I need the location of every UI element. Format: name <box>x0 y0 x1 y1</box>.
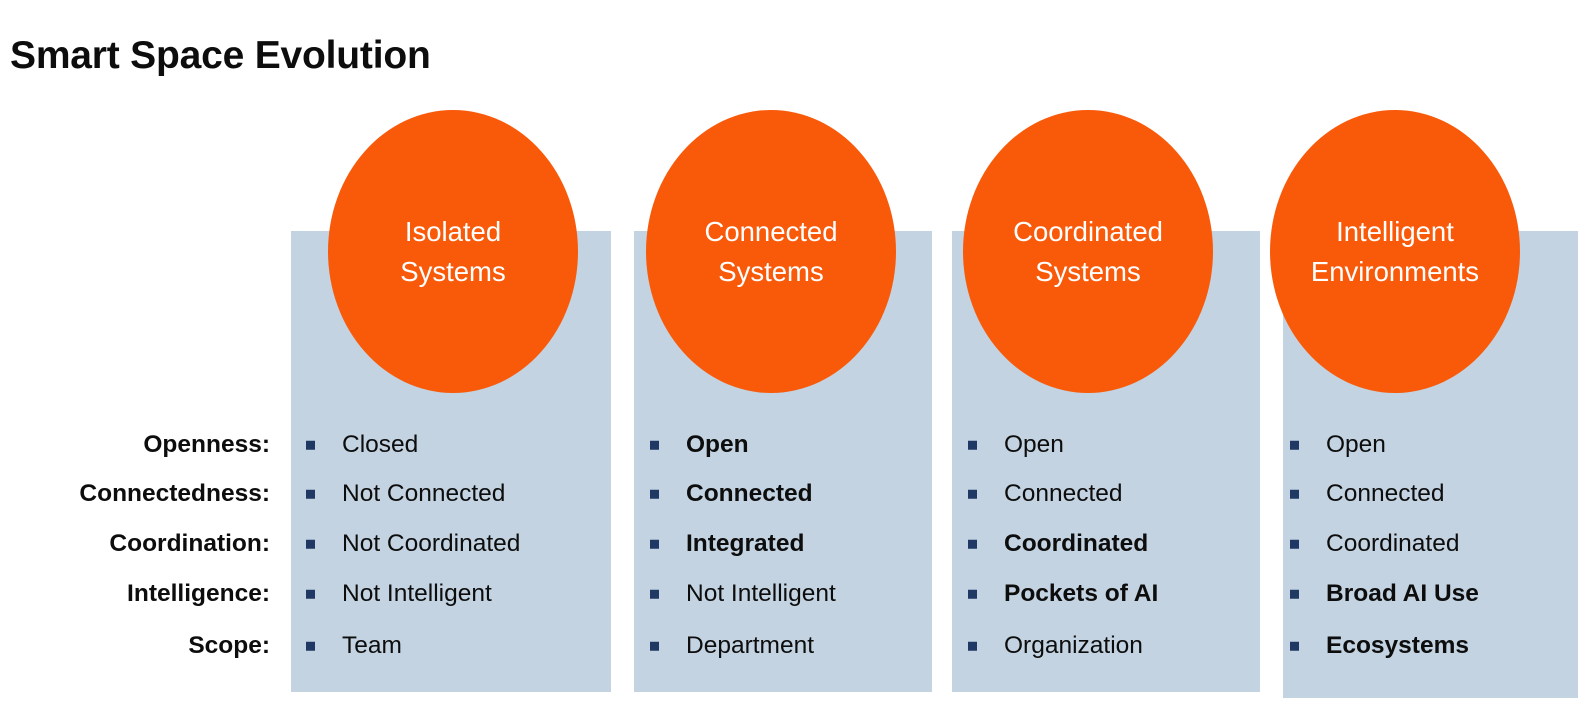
list-item-label: Integrated <box>686 529 805 557</box>
square-bullet-icon <box>1290 539 1299 549</box>
square-bullet-icon <box>650 641 659 651</box>
list-item: Open <box>968 430 1064 458</box>
square-bullet-icon <box>650 489 659 499</box>
list-item-label: Ecosystems <box>1326 631 1470 659</box>
square-bullet-icon <box>650 440 659 450</box>
list-item-label: Coordinated <box>1004 529 1149 557</box>
list-item: Not Connected <box>306 479 506 507</box>
stage-headline-line2: Systems <box>400 255 506 287</box>
list-item: Organization <box>968 631 1143 659</box>
square-bullet-icon <box>306 589 315 599</box>
stage-headline-line1: Connected <box>704 216 838 248</box>
list-item: Ecosystems <box>1290 631 1470 659</box>
list-item: Integrated <box>650 529 805 557</box>
list-item-label: Department <box>686 631 815 659</box>
list-item-label: Pockets of AI <box>1004 579 1159 607</box>
row-label-scope: Scope: <box>188 632 270 659</box>
square-bullet-icon <box>1290 489 1299 499</box>
stage-headline-line1: Coordinated <box>1013 216 1163 248</box>
list-item: Connected <box>650 479 813 507</box>
list-item: Broad AI Use <box>1290 579 1479 607</box>
list-item-label: Organization <box>1004 631 1143 659</box>
square-bullet-icon <box>1290 589 1299 599</box>
square-bullet-icon <box>306 641 315 651</box>
list-item: Open <box>650 430 749 458</box>
square-bullet-icon <box>968 539 977 549</box>
square-bullet-icon <box>968 440 977 450</box>
stage-headline-line1: Isolated <box>404 216 502 248</box>
stage-headline-line1: Intelligent <box>1336 216 1454 248</box>
list-item-label: Not Coordinated <box>342 529 521 557</box>
row-label-coordination: Coordination: <box>109 530 270 557</box>
list-item: Department <box>650 631 815 659</box>
list-item-label: Open <box>1326 430 1386 458</box>
stage-headline-line2: Systems <box>718 255 824 287</box>
list-item-label: Connected <box>686 479 813 507</box>
list-item: Closed <box>306 430 419 458</box>
list-item: Not Coordinated <box>306 529 521 557</box>
list-item-label: Open <box>1004 430 1064 458</box>
list-item: Connected <box>1290 479 1445 507</box>
list-item-label: Team <box>342 631 402 659</box>
list-item-label: Connected <box>1326 479 1445 507</box>
square-bullet-icon <box>650 539 659 549</box>
square-bullet-icon <box>650 589 659 599</box>
square-bullet-icon <box>306 539 315 549</box>
list-item-label: Not Intelligent <box>342 579 492 607</box>
list-item-label: Not Intelligent <box>686 579 836 607</box>
list-item: Coordinated <box>968 529 1149 557</box>
square-bullet-icon <box>968 589 977 599</box>
list-item: Not Intelligent <box>650 579 836 607</box>
row-label-openness: Openness: <box>143 431 270 458</box>
list-item-label: Coordinated <box>1326 529 1460 557</box>
list-item-label: Broad AI Use <box>1326 579 1479 607</box>
row-label-intelligence: Intelligence: <box>127 580 270 607</box>
stage-headline-line2: Systems <box>1035 255 1141 287</box>
stage-headline-line2: Environments <box>1310 255 1480 287</box>
list-item: Not Intelligent <box>306 579 492 607</box>
list-item-label: Connected <box>1004 479 1123 507</box>
page-title: Smart Space Evolution <box>10 34 431 78</box>
square-bullet-icon <box>306 489 315 499</box>
square-bullet-icon <box>1290 440 1299 450</box>
list-item: Team <box>306 631 402 659</box>
square-bullet-icon <box>1290 641 1299 651</box>
square-bullet-icon <box>968 489 977 499</box>
list-item: Connected <box>968 479 1123 507</box>
list-item-label: Not Connected <box>342 479 506 507</box>
list-item-label: Closed <box>342 430 419 458</box>
list-item: Open <box>1290 430 1386 458</box>
square-bullet-icon <box>968 641 977 651</box>
square-bullet-icon <box>306 440 315 450</box>
list-item: Pockets of AI <box>968 579 1159 607</box>
list-item: Coordinated <box>1290 529 1460 557</box>
list-item-label: Open <box>686 430 749 458</box>
row-label-connectedness: Connectedness: <box>79 480 270 507</box>
